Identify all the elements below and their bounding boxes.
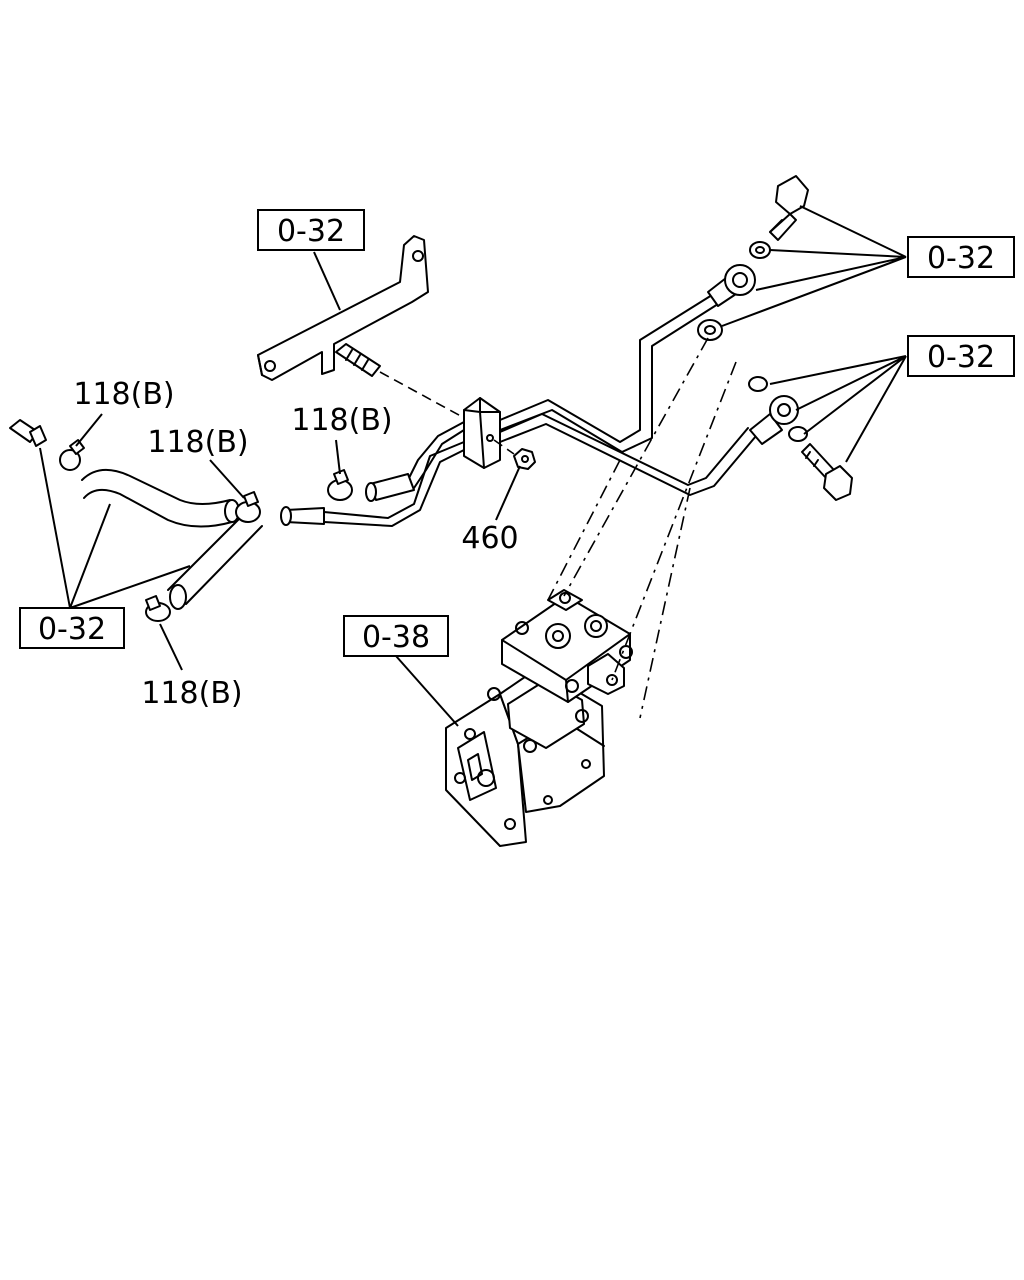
stud-bolt <box>335 343 381 377</box>
ref-box-banjo-top: 0-32 <box>907 236 1015 278</box>
svg-text:0-32: 0-32 <box>38 612 106 647</box>
callout-clip-middle: 118(B) <box>147 425 248 460</box>
hose-clip-middle <box>235 491 261 523</box>
ref-box-bracket: 0-32 <box>257 209 365 251</box>
hose-clip-upper-left <box>59 439 85 471</box>
svg-text:0-38: 0-38 <box>362 620 430 655</box>
hose-clip-center <box>327 469 353 501</box>
washer-top-lower <box>697 319 723 341</box>
ref-box-compressor: 0-38 <box>343 615 449 657</box>
union-connector <box>9 419 47 447</box>
svg-text:0-32: 0-32 <box>927 340 995 375</box>
washer-top <box>749 241 771 259</box>
svg-text:0-32: 0-32 <box>277 214 345 249</box>
hose-lower <box>167 511 263 610</box>
pipe-assembly <box>323 294 757 527</box>
ref-box-left: 0-32 <box>19 607 125 649</box>
pipe-end-fitting-upper <box>365 473 415 502</box>
hose-upper <box>81 469 240 528</box>
svg-text:0-32: 0-32 <box>927 241 995 276</box>
pipe-end-fitting-lower <box>280 506 325 526</box>
air-compressor <box>445 589 633 847</box>
banjo-bolt-top <box>769 175 809 241</box>
callout-clip-lower: 118(B) <box>141 676 242 711</box>
banjo-bolt-middle <box>801 443 853 501</box>
mounting-bracket <box>257 235 429 381</box>
washer-middle-lower <box>788 426 808 442</box>
callout-clip-upper-left: 118(B) <box>73 377 174 412</box>
hose-clip-lower <box>145 595 171 622</box>
callout-clip-center: 118(B) <box>291 403 392 438</box>
pipe-clamp-block <box>463 397 501 469</box>
callout-nut: 460 <box>461 521 518 556</box>
washer-middle-upper <box>748 376 768 392</box>
banjo-fitting-middle <box>749 395 799 445</box>
ref-box-banjo-middle: 0-32 <box>907 335 1015 377</box>
banjo-fitting-top <box>707 264 756 307</box>
nut-460 <box>513 448 536 470</box>
